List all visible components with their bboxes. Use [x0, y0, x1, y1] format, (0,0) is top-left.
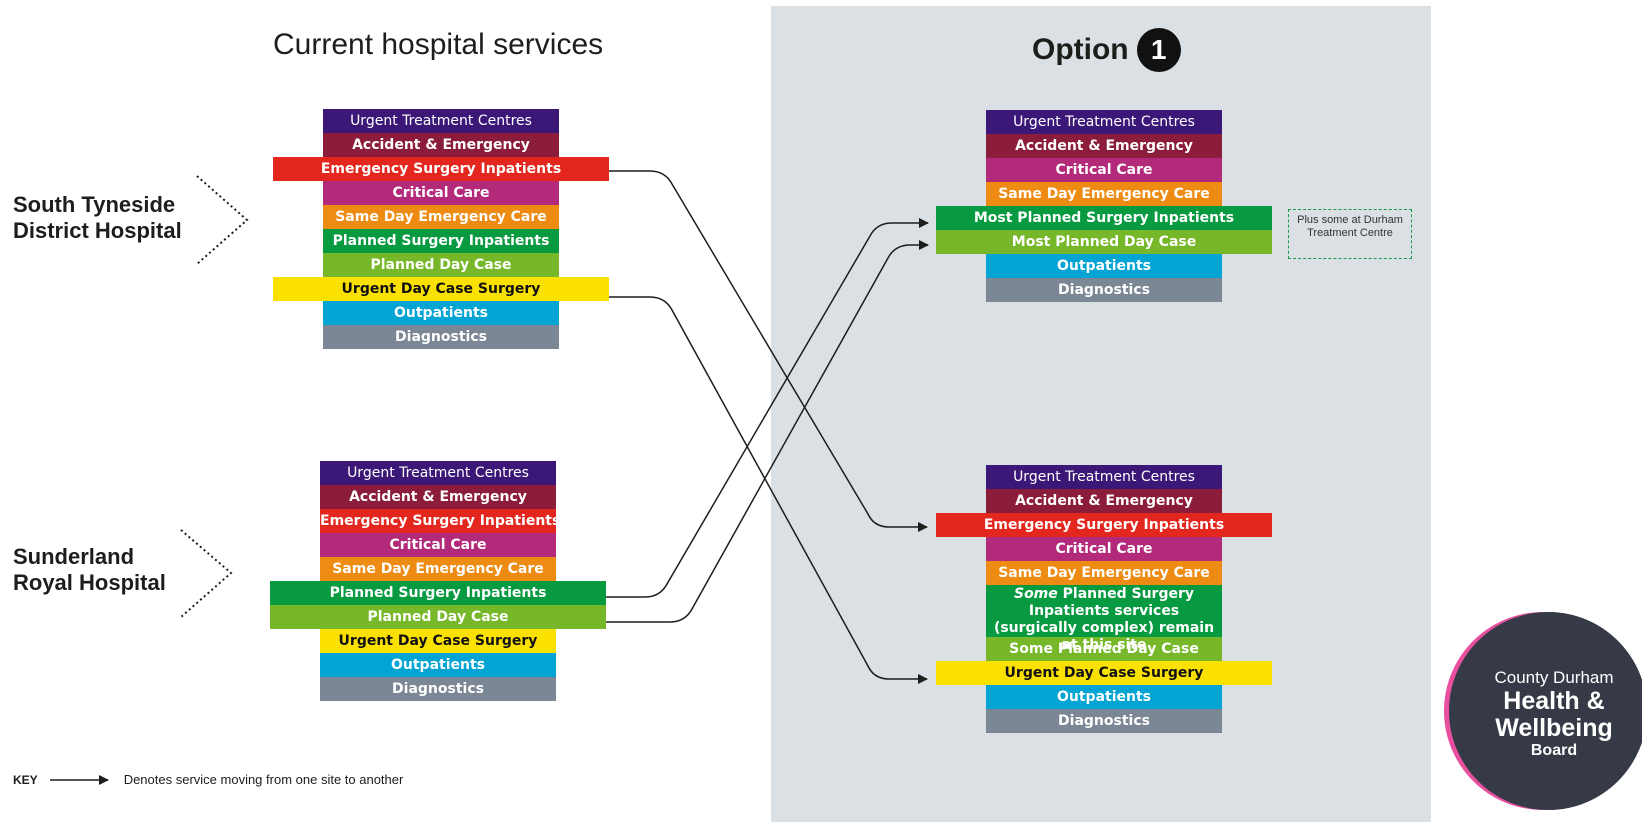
service-urgent-day-case-surgery: Urgent Day Case Surgery	[320, 629, 556, 653]
current-sunderland-services: Urgent Treatment Centres Accident & Emer…	[270, 461, 606, 701]
service-planned-surgery-inpatients: Planned Surgery Inpatients	[270, 581, 606, 605]
sunderland-bracket	[180, 529, 233, 618]
service-some-planned-day-case: Some Planned Day Case	[986, 637, 1222, 661]
arrow-emergency-surgery-move	[609, 170, 928, 532]
logo-line-county-durham: County Durham	[1494, 668, 1614, 687]
arrow-planned-surgery-move	[606, 218, 929, 598]
site-label-line: District Hospital	[13, 218, 182, 243]
service-urgent-day-case-surgery: Urgent Day Case Surgery	[936, 661, 1272, 685]
logo-dark-right	[1548, 612, 1642, 810]
service-urgent-treatment-centres: Urgent Treatment Centres	[986, 110, 1222, 134]
service-outpatients: Outpatients	[320, 653, 556, 677]
logo-text: County Durham Health & Wellbeing Board	[1484, 668, 1624, 760]
durham-treatment-centre-note: Plus some at Durham Treatment Centre	[1288, 209, 1412, 259]
service-diagnostics: Diagnostics	[986, 278, 1222, 302]
service-same-day-emergency-care: Same Day Emergency Care	[323, 205, 559, 229]
service-urgent-treatment-centres: Urgent Treatment Centres	[323, 109, 559, 133]
current-south-tyneside-services: Urgent Treatment Centres Accident & Emer…	[273, 109, 609, 349]
service-emergency-surgery-inpatients: Emergency Surgery Inpatients	[273, 157, 609, 181]
emphasis-some: Some	[1013, 586, 1058, 602]
service-accident-emergency: Accident & Emergency	[986, 489, 1222, 513]
service-diagnostics: Diagnostics	[986, 709, 1222, 733]
option-word: Option	[1032, 33, 1129, 66]
service-planned-surgery-inpatients: Planned Surgery Inpatients	[323, 229, 559, 253]
service-diagnostics: Diagnostics	[320, 677, 556, 701]
site-label-line: Royal Hospital	[13, 570, 166, 595]
county-durham-logo	[1444, 612, 1642, 810]
service-critical-care: Critical Care	[986, 158, 1222, 182]
service-urgent-day-case-surgery: Urgent Day Case Surgery	[273, 277, 609, 301]
service-some-planned-surgery-inpatients: Some Planned Surgery Inpatients services…	[986, 585, 1222, 653]
key-legend: KEY Denotes service moving from one site…	[13, 772, 403, 787]
service-critical-care: Critical Care	[323, 181, 559, 205]
service-urgent-treatment-centres: Urgent Treatment Centres	[320, 461, 556, 485]
site-label-south-tyneside: South Tyneside District Hospital	[13, 192, 182, 244]
service-emergency-surgery-inpatients: Emergency Surgery Inpatients	[936, 513, 1272, 537]
service-planned-day-case: Planned Day Case	[270, 605, 606, 629]
service-critical-care: Critical Care	[986, 537, 1222, 561]
service-urgent-treatment-centres: Urgent Treatment Centres	[986, 465, 1222, 489]
service-same-day-emergency-care: Same Day Emergency Care	[986, 182, 1222, 206]
site-label-line: South Tyneside	[13, 192, 176, 217]
service-same-day-emergency-care: Same Day Emergency Care	[320, 557, 556, 581]
service-diagnostics: Diagnostics	[323, 325, 559, 349]
option-number-badge: 1	[1136, 28, 1181, 72]
option-south-tyneside-services: Urgent Treatment Centres Accident & Emer…	[936, 110, 1272, 302]
service-most-planned-surgery-inpatients: Most Planned Surgery Inpatients	[936, 206, 1272, 230]
arrow-planned-day-case-move	[606, 240, 929, 623]
service-accident-emergency: Accident & Emergency	[320, 485, 556, 509]
south-tyneside-bracket	[196, 175, 249, 265]
service-outpatients: Outpatients	[986, 254, 1222, 278]
service-outpatients: Outpatients	[323, 301, 559, 325]
arrow-urgent-day-case-move	[609, 296, 928, 684]
service-accident-emergency: Accident & Emergency	[323, 133, 559, 157]
site-label-line: Sunderland	[13, 544, 135, 569]
logo-line-board: Board	[1530, 742, 1578, 759]
service-most-planned-day-case: Most Planned Day Case	[936, 230, 1272, 254]
option-heading: Option 1	[1032, 28, 1181, 72]
service-same-day-emergency-care: Same Day Emergency Care	[986, 561, 1222, 585]
service-planned-day-case: Planned Day Case	[323, 253, 559, 277]
key-text: Denotes service moving from one site to …	[123, 772, 404, 787]
service-critical-care: Critical Care	[320, 533, 556, 557]
key-label: KEY	[13, 772, 38, 787]
site-label-sunderland: Sunderland Royal Hospital	[13, 544, 166, 596]
service-emergency-surgery-inpatients: Emergency Surgery Inpatients	[320, 509, 560, 533]
option-sunderland-services: Urgent Treatment Centres Accident & Emer…	[936, 465, 1272, 733]
current-services-heading: Current hospital services	[273, 28, 604, 61]
logo-line-wellbeing: Wellbeing	[1495, 714, 1613, 742]
service-accident-emergency: Accident & Emergency	[986, 134, 1222, 158]
logo-line-health: Health &	[1503, 687, 1605, 715]
service-outpatients: Outpatients	[986, 685, 1222, 709]
